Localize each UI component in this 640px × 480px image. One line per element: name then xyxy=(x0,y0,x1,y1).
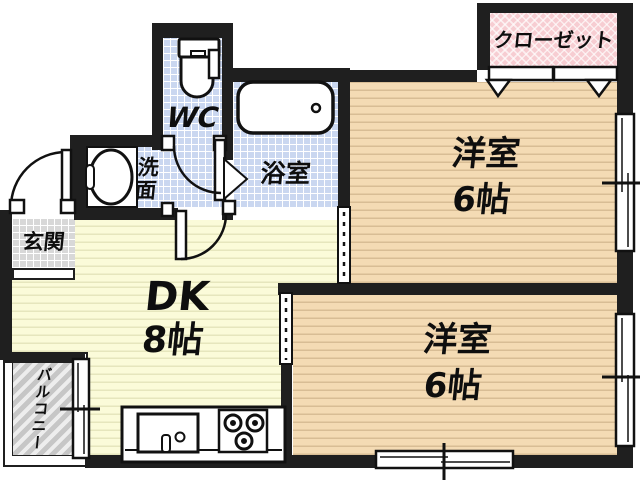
wall xyxy=(477,3,633,13)
window-icon xyxy=(374,443,515,480)
window-icon xyxy=(602,312,640,448)
wall xyxy=(222,82,233,160)
dk-label: DK 8帖 xyxy=(90,274,259,361)
room-name: DK xyxy=(142,274,212,320)
entrance-label: 玄関 xyxy=(21,230,66,254)
wall xyxy=(0,210,12,360)
bedroom-bottom-floor xyxy=(293,295,617,455)
window-icon xyxy=(602,112,640,253)
closet-doors-icon xyxy=(484,65,619,99)
kitchen-sink-icon xyxy=(136,412,200,454)
entrance-step xyxy=(12,268,75,280)
room-size: 8帖 xyxy=(139,320,206,361)
gas-stove-icon xyxy=(217,408,269,454)
bathtub-icon xyxy=(236,80,335,135)
dk-door-swing xyxy=(160,199,237,261)
bedroom-top-floor xyxy=(350,82,617,283)
room-size: 6帖 xyxy=(421,365,484,406)
sliding-door-icon xyxy=(279,292,293,365)
kitchen-counter xyxy=(120,405,287,464)
bedroom-bottom-label: 洋室 6帖 xyxy=(288,318,622,410)
washroom-floor xyxy=(137,147,163,208)
wall xyxy=(512,455,633,468)
closet-label: クローゼット xyxy=(492,28,615,52)
wall xyxy=(222,68,350,82)
bathroom-door-marker xyxy=(223,156,249,202)
entrance-door-swing xyxy=(8,148,77,215)
room-name: 洋室 xyxy=(421,320,494,360)
entrance-floor xyxy=(12,218,75,268)
wc-door-swing xyxy=(160,134,228,202)
wash-basin-icon xyxy=(85,146,138,208)
sliding-door-icon xyxy=(337,206,351,284)
wall xyxy=(152,23,163,150)
wall xyxy=(70,135,86,210)
wall xyxy=(278,283,633,295)
wall xyxy=(74,208,178,220)
washroom-label: 洗面 xyxy=(131,156,161,202)
wall xyxy=(345,70,477,82)
bedroom-top-label: 洋室 6帖 xyxy=(345,132,622,224)
wall xyxy=(222,23,233,82)
room-name: 洋室 xyxy=(449,134,523,174)
wc-label: WC xyxy=(165,101,221,134)
closet-floor xyxy=(490,13,617,70)
wall xyxy=(70,135,163,147)
toilet-icon xyxy=(177,37,221,99)
room-size: 6帖 xyxy=(450,179,513,220)
wall xyxy=(3,352,85,363)
wall xyxy=(617,250,633,315)
wall xyxy=(617,445,633,467)
balcony-window-icon xyxy=(60,357,100,460)
wall xyxy=(617,5,633,115)
bathroom-label: 浴室 xyxy=(258,159,313,188)
wall xyxy=(477,3,490,70)
wall xyxy=(152,23,233,38)
wall xyxy=(338,68,350,215)
dk-floor xyxy=(12,283,281,352)
